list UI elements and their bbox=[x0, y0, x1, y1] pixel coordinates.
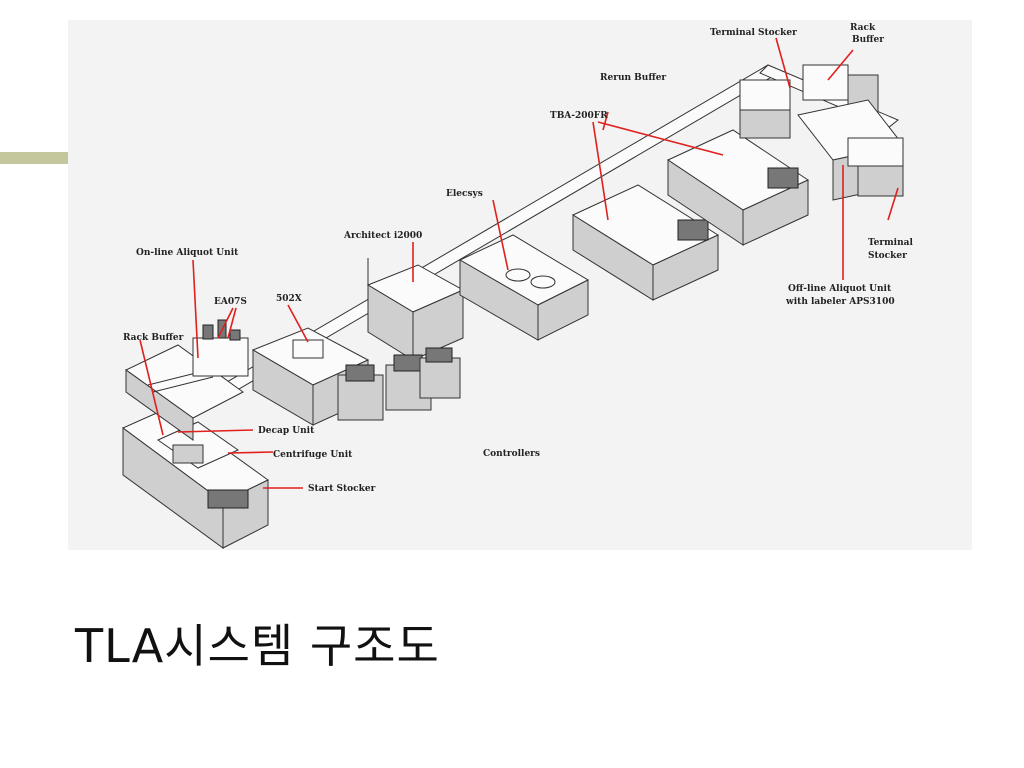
label-offline-aliquot-1: Off-line Aliquot Unit bbox=[788, 284, 892, 294]
tba200fr-unit-a bbox=[571, 184, 720, 301]
online-aliquot-unit bbox=[192, 319, 249, 377]
label-online-aliquot: On-line Aliquot Unit bbox=[136, 248, 239, 258]
label-rack-buffer-top-1: Rack bbox=[850, 23, 876, 33]
label-tba200fr: TBA-200FR bbox=[550, 111, 608, 121]
label-rack-buffer-left: Rack Buffer bbox=[123, 333, 184, 343]
label-start-stocker: Start Stocker bbox=[308, 484, 376, 494]
label-rack-buffer-top-2: Buffer bbox=[852, 35, 884, 45]
label-controllers: Controllers bbox=[483, 449, 540, 459]
controllers-group bbox=[337, 347, 461, 421]
accent-bar bbox=[0, 152, 68, 164]
label-elecsys: Elecsys bbox=[446, 189, 483, 199]
label-terminal-stocker-right-2: Stocker bbox=[868, 251, 907, 261]
elecsys-unit bbox=[458, 234, 590, 341]
architect-unit bbox=[366, 258, 465, 361]
label-502x: 502X bbox=[276, 294, 302, 304]
terminal-stocker-right-unit bbox=[847, 137, 904, 197]
tla-system-diagram: Terminal Stocker Rack Buffer Rerun Buffe… bbox=[68, 20, 972, 550]
label-offline-aliquot-2: with labeler APS3100 bbox=[785, 297, 895, 307]
label-architect: Architect i2000 bbox=[343, 231, 422, 241]
label-rerun-buffer: Rerun Buffer bbox=[600, 73, 666, 83]
label-decap-unit: Decap Unit bbox=[258, 426, 315, 436]
slide-caption: TLA시스템 구조도 bbox=[75, 619, 440, 673]
label-terminal-stocker-right-1: Terminal bbox=[868, 238, 913, 248]
terminal-stocker-top-unit bbox=[739, 79, 791, 139]
label-ea07s: EA07S bbox=[214, 297, 247, 307]
callout-arrows bbox=[139, 37, 899, 489]
rack-buffer-left-unit bbox=[125, 344, 244, 441]
label-centrifuge-unit: Centrifuge Unit bbox=[273, 450, 353, 460]
label-terminal-stocker-top: Terminal Stocker bbox=[710, 28, 797, 38]
